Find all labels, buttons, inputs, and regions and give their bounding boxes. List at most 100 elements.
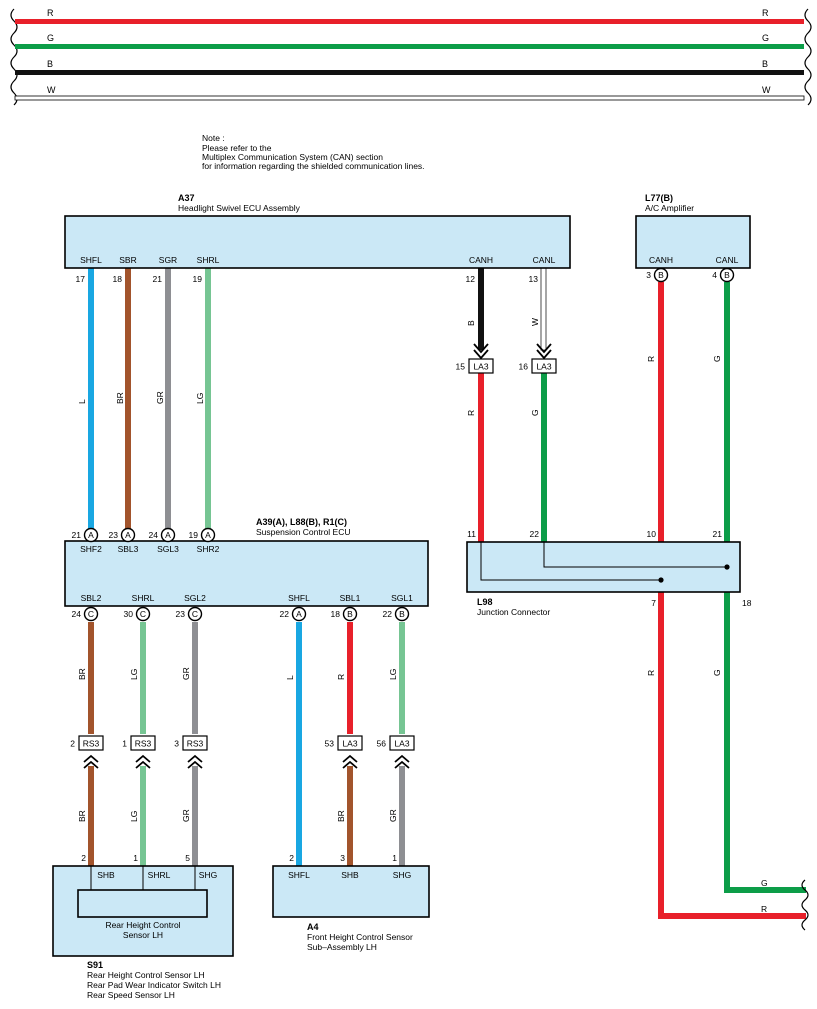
wire-g-canl <box>541 373 547 545</box>
wire-r-ac-canh <box>658 282 664 545</box>
lower-connectors: RS3 RS3 RS3 LA3 LA3 2 1 3 53 56 <box>70 735 415 769</box>
susp-bot-conn-letter: C <box>88 609 94 619</box>
bus-label-right-b: B <box>762 59 768 69</box>
wire-l-shfl-a <box>296 622 302 866</box>
bus-wire-b <box>15 70 804 75</box>
junction-splice-dot <box>724 564 730 570</box>
wire-label-lg: LG <box>195 393 205 404</box>
wire-label-g-ac: G <box>712 355 722 362</box>
junction-pin-11: 11 <box>467 529 476 539</box>
s91-inner-label-2: Sensor LH <box>123 930 163 940</box>
junction-internal-line <box>480 542 661 581</box>
a4-code: A4 <box>307 922 319 932</box>
s91-rear-height-sensor: SHB SHRL SHG Rear Height Control Sensor … <box>52 853 234 1000</box>
chevron-up-icon <box>135 754 151 769</box>
a37-pin-num-12: 12 <box>466 274 476 284</box>
chevron-icon <box>473 343 489 360</box>
left-break-mark <box>10 8 18 106</box>
l77-conn-letter-4: B <box>724 270 730 280</box>
susp-bot-pin-label-shrl: SHRL <box>132 593 155 603</box>
susp-top-pin-num: 21 <box>72 530 82 540</box>
a37-pin-num-17: 17 <box>76 274 86 284</box>
rs3-connector-2 <box>78 735 104 751</box>
bus-label-left-w: W <box>47 85 56 95</box>
wire-gr-shg <box>192 766 198 866</box>
susp-bot-conn <box>187 606 203 622</box>
susp-top-pin-label-sgl3: SGL3 <box>157 544 179 554</box>
wire-label-shb: BR <box>77 810 87 822</box>
susp-bot-conn <box>135 606 151 622</box>
s91-pin-num: 5 <box>185 853 190 863</box>
bus-label-right-g: G <box>762 33 769 43</box>
s91-internal-lines <box>90 866 196 890</box>
junction-pin-10: 10 <box>647 529 657 539</box>
wire-gr-sgl2 <box>192 622 198 734</box>
s91-inner-label-1: Rear Height Control <box>105 920 180 930</box>
bus-label-right-r: R <box>762 8 769 18</box>
a37-pin-num-21: 21 <box>153 274 163 284</box>
wire-label-r-jout: R <box>646 670 656 676</box>
wire-b-canh <box>478 268 484 350</box>
a37-box <box>64 215 571 269</box>
conn-label: LA3 <box>394 739 409 749</box>
conn-num: 3 <box>174 739 179 749</box>
l77-pin-label-canh: CANH <box>649 255 673 265</box>
la3-connector-56 <box>389 735 415 751</box>
a37-pin-label-canh: CANH <box>469 255 493 265</box>
note-line-4: for information regarding the shielded c… <box>202 161 425 171</box>
susp-bot-conn-letter: C <box>140 609 146 619</box>
la3-connector-16 <box>531 358 557 374</box>
a4-pin-num: 3 <box>340 853 345 863</box>
a4-desc-2: Sub–Assembly LH <box>307 942 377 952</box>
wire-label-w: W <box>530 318 540 326</box>
susp-top-conn-19 <box>200 527 216 543</box>
wire-br-a4-shb <box>347 766 353 866</box>
l77-code: L77(B) <box>645 193 673 203</box>
chevron-up-icon <box>83 754 99 769</box>
chevron-up-icon <box>342 754 358 769</box>
susp-bot-pin-label-sbl1: SBL1 <box>340 593 361 603</box>
suspension-control-ecu: A39(A), L88(B), R1(C) Suspension Control… <box>64 517 429 622</box>
la3-top-connectors: LA3 LA3 15 16 <box>456 343 557 374</box>
la3-num-16: 16 <box>519 362 529 372</box>
rs3-connector-3 <box>182 735 208 751</box>
conn-num: 2 <box>70 739 75 749</box>
s91-desc-2: Rear Pad Wear Indicator Switch LH <box>87 980 221 990</box>
top-bus: R G B W R G B W <box>10 8 812 106</box>
wire-label-shrl-s91: LG <box>129 811 139 822</box>
chevron-up-icon <box>394 754 410 769</box>
wire-label-br: BR <box>115 392 125 404</box>
a37-pin-label-shfl: SHFL <box>80 255 102 265</box>
susp-top-pin-num: 23 <box>109 530 119 540</box>
wire-label-r-ac: R <box>646 356 656 362</box>
susp-bot-conn <box>394 606 410 622</box>
wire-label-shfl-a: L <box>285 675 295 680</box>
susp-top-conn-21 <box>83 527 99 543</box>
susp-bot-pin-num: 18 <box>331 609 341 619</box>
wire-label-sbl2: BR <box>77 668 87 680</box>
wire-g-ac-canl <box>724 282 730 545</box>
wire-br-sbl2 <box>88 622 94 734</box>
wire-lg-sgl1 <box>399 622 405 734</box>
susp-top-pin-num: 19 <box>189 530 199 540</box>
junction-code: L98 <box>477 597 493 607</box>
right-break-mark <box>804 8 812 106</box>
l77-ac-amplifier: L77(B) A/C Amplifier CANH CANL B B 3 4 <box>635 193 751 283</box>
a4-box <box>272 865 430 918</box>
suspension-ecu-code: A39(A), L88(B), R1(C) <box>256 517 347 527</box>
rs3-connector-1 <box>130 735 156 751</box>
wire-label-l: L <box>77 399 87 404</box>
a37-name: Headlight Swivel ECU Assembly <box>178 203 301 213</box>
susp-bot-conn <box>342 606 358 622</box>
a37-pin-label-sgr: SGR <box>159 255 177 265</box>
s91-pin-num: 1 <box>133 853 138 863</box>
a4-pin-num: 1 <box>392 853 397 863</box>
wire-label-g-canl: G <box>530 409 540 416</box>
chevron-up-icon <box>187 754 203 769</box>
bus-label-left-r: R <box>47 8 54 18</box>
a4-desc-1: Front Height Control Sensor <box>307 932 413 942</box>
susp-bot-pin-num: 22 <box>280 609 290 619</box>
susp-bot-pin-label-sgl1: SGL1 <box>391 593 413 603</box>
wire-lg-shrl <box>205 268 211 530</box>
